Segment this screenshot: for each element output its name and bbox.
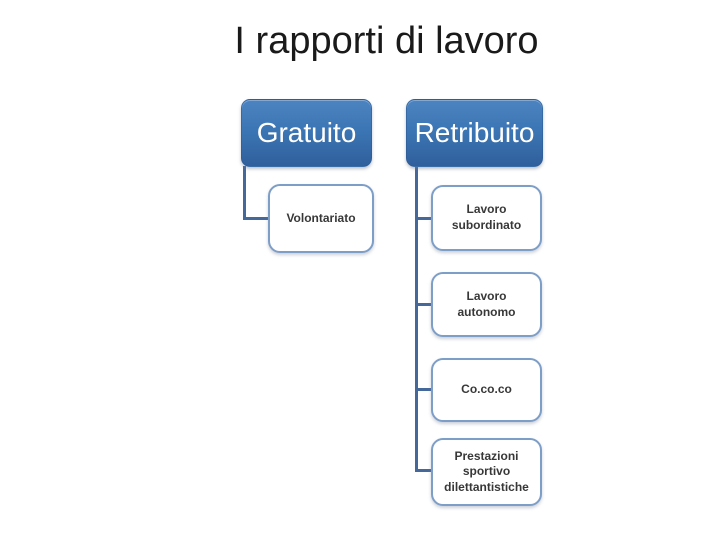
node-cococo: Co.co.co <box>431 358 542 422</box>
connector-gratuito-elbow <box>243 217 268 220</box>
node-prestazioni-sportivo-dilettantistiche: Prestazioni sportivo dilettantistiche <box>431 438 542 506</box>
connector-stub-lavoro-subordinato <box>415 217 431 220</box>
node-lavoro-subordinato: Lavoro subordinato <box>431 185 542 251</box>
node-lavoro-autonomo: Lavoro autonomo <box>431 272 542 337</box>
node-gratuito: Gratuito <box>241 99 372 167</box>
connector-stub-cococo <box>415 388 431 391</box>
connector-gratuito-vertical <box>243 166 246 219</box>
connector-retribuito-trunk <box>415 166 418 472</box>
slide-title: I rapporti di lavoro <box>234 20 539 62</box>
connector-stub-lavoro-autonomo <box>415 303 431 306</box>
connector-stub-prestazioni <box>415 469 431 472</box>
node-retribuito: Retribuito <box>406 99 543 167</box>
node-volontariato: Volontariato <box>268 184 374 253</box>
